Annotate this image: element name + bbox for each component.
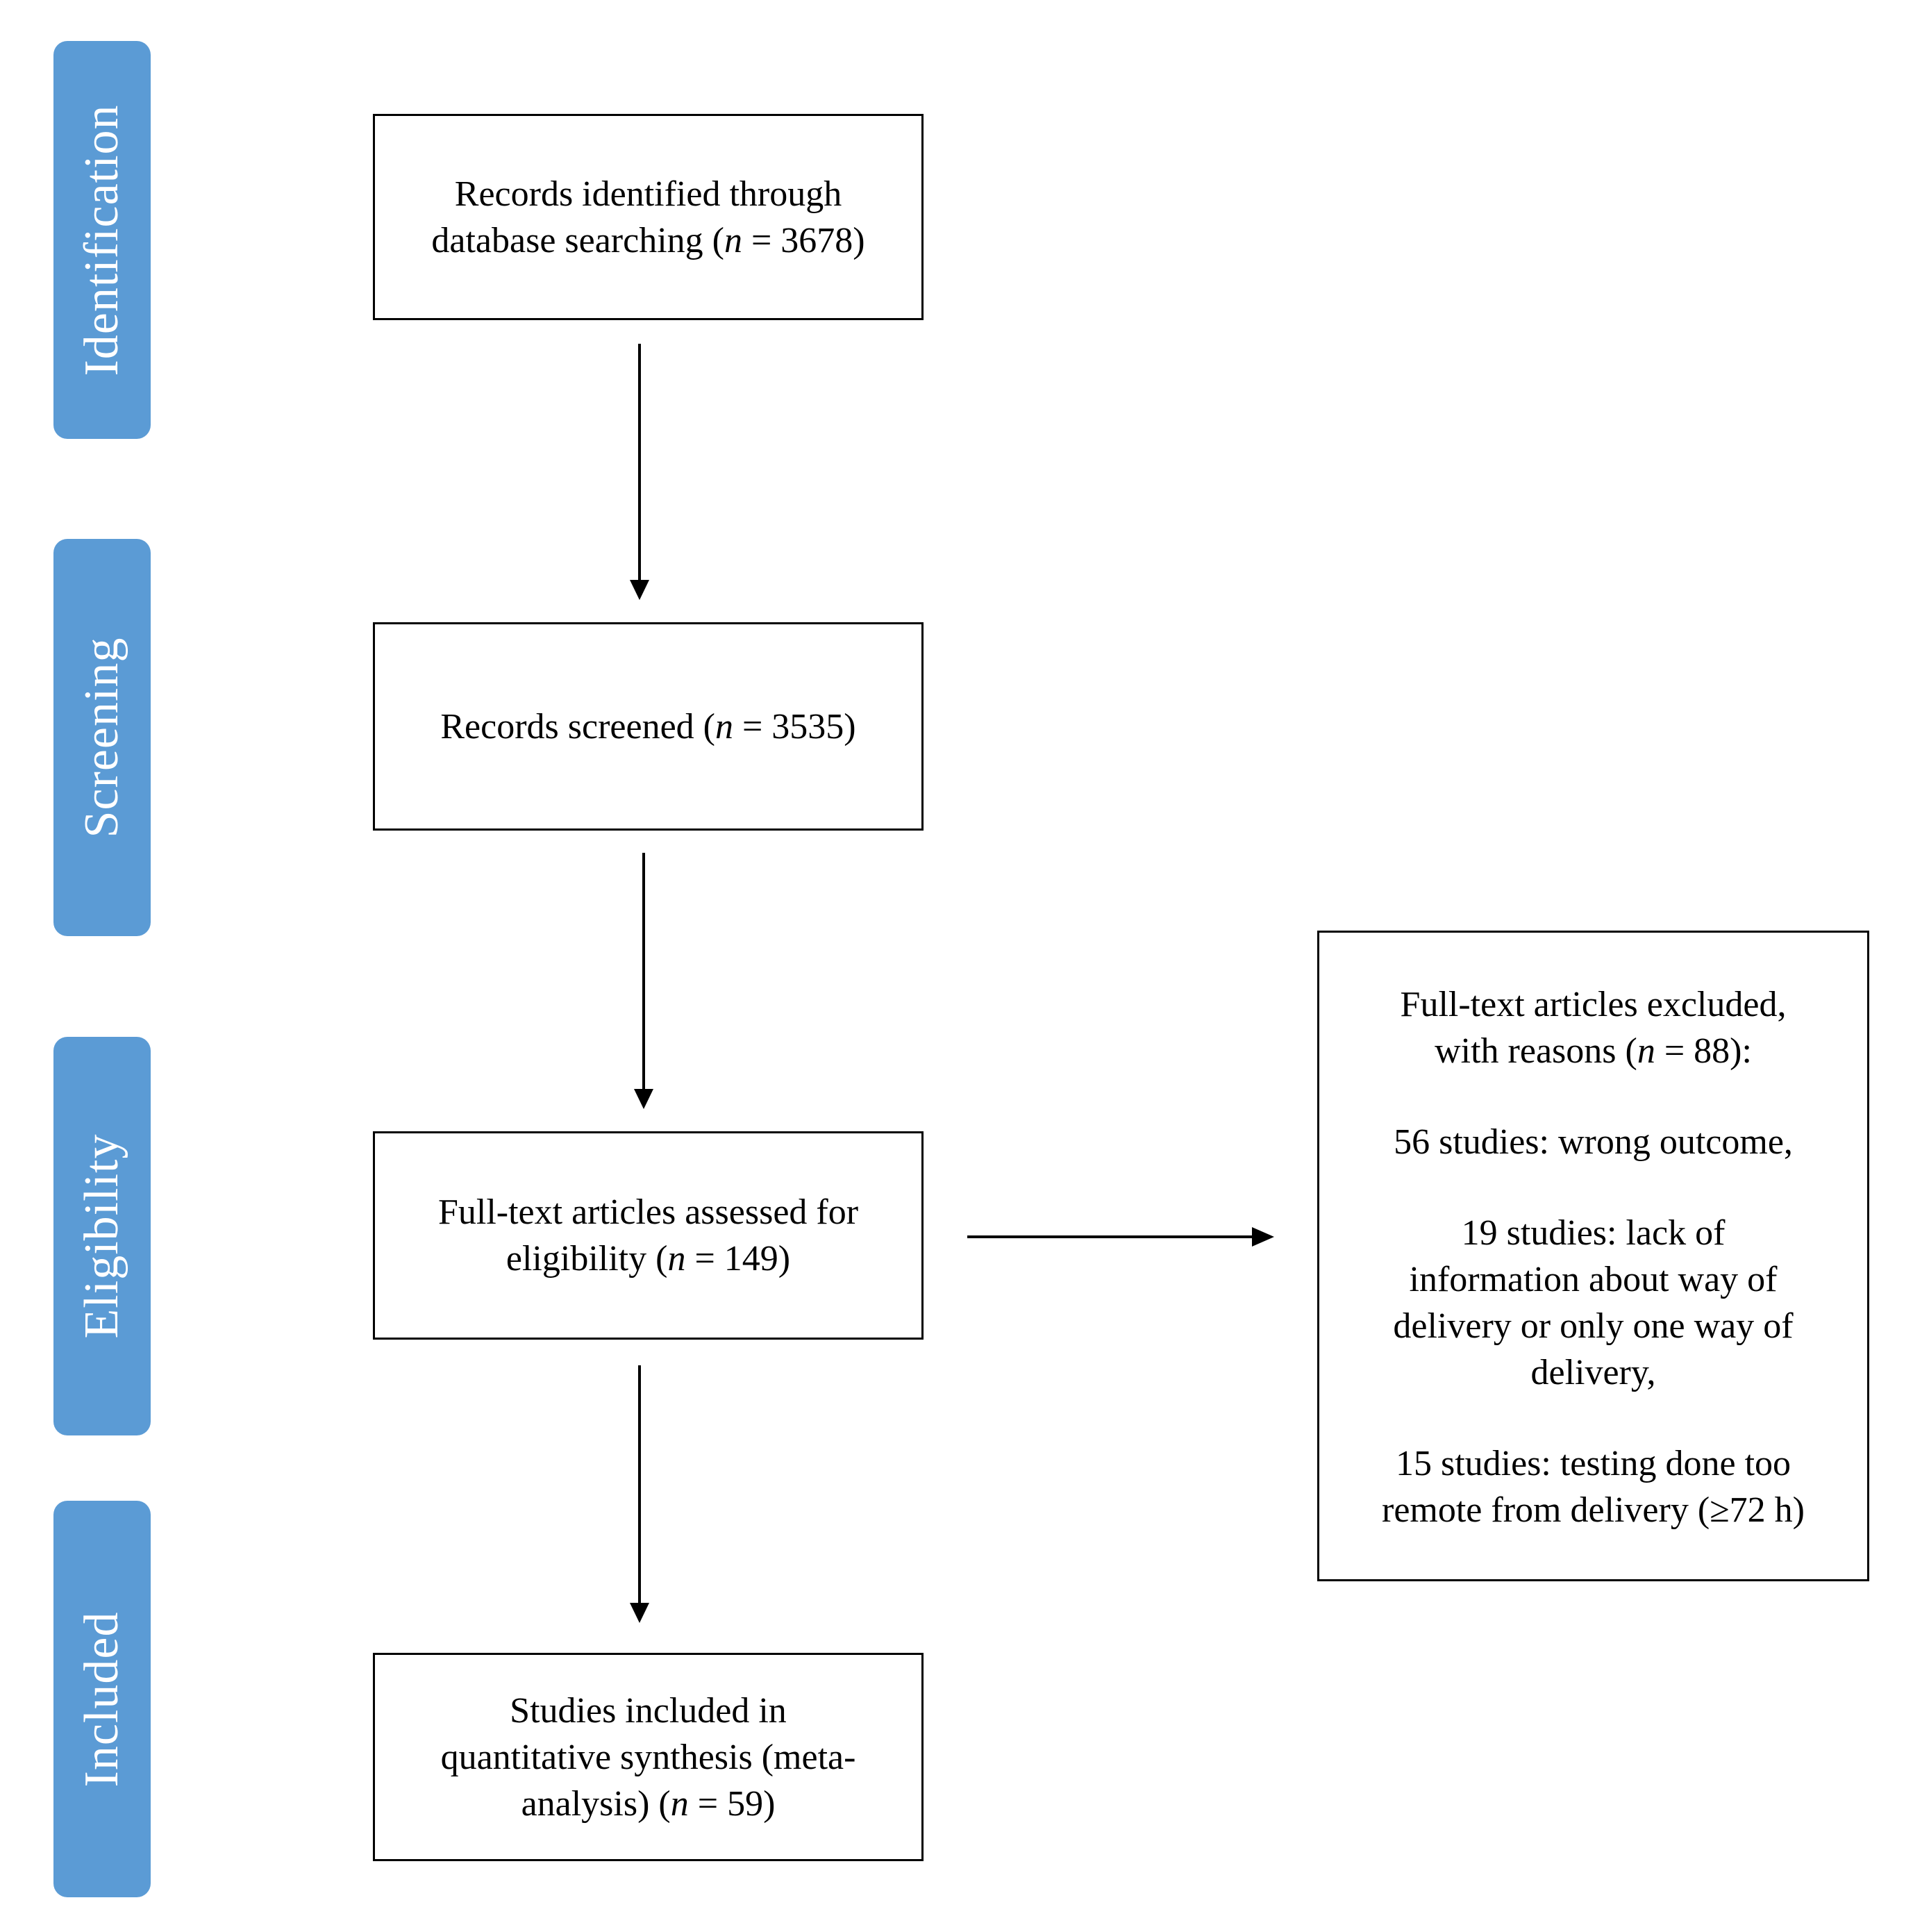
full-text-assessed-count: = 149): [685, 1239, 791, 1279]
excluded-reason-remote-testing: 15 studies: testing done too remote from…: [1382, 1440, 1805, 1533]
n-symbol: n: [1637, 1031, 1655, 1071]
stage-eligibility: Eligibility: [53, 1037, 151, 1435]
records-identified-line1: Records identified through: [454, 174, 842, 214]
stage-label-included: Included: [75, 1611, 128, 1787]
records-identified-box: Records identified through database sear…: [373, 114, 924, 320]
arrow-assessed-to-excluded: [967, 1227, 1274, 1247]
arrow-screened-to-assessed: [634, 853, 653, 1109]
excluded-reason2-line1: 19 studies: lack of: [1461, 1213, 1726, 1253]
studies-included-line3: analysis) (n = 59): [441, 1781, 856, 1827]
excluded-reason-wrong-outcome: 56 studies: wrong outcome,: [1394, 1119, 1793, 1165]
full-text-excluded-box: Full-text articles excluded, with reason…: [1317, 931, 1869, 1581]
full-text-assessed-prefix: eligibility (: [506, 1239, 668, 1279]
records-screened-line: Records screened (n = 3535): [440, 703, 855, 750]
stage-label-eligibility: Eligibility: [75, 1133, 128, 1339]
studies-included-line2: quantitative synthesis (meta-: [440, 1737, 856, 1777]
studies-included-box: Studies included in quantitative synthes…: [373, 1653, 924, 1861]
excluded-heading-line2: with reasons (n = 88):: [1401, 1028, 1787, 1074]
n-symbol: n: [670, 1783, 689, 1824]
studies-included-line1: Studies included in: [510, 1690, 787, 1731]
stage-included: Included: [53, 1501, 151, 1897]
excluded-reason-lack-of-information: 19 studies: lack of information about wa…: [1393, 1210, 1793, 1396]
studies-included-count: = 59): [688, 1783, 776, 1824]
excluded-reason3-line2: remote from delivery (≥72 h): [1382, 1490, 1805, 1530]
n-symbol: n: [667, 1239, 686, 1279]
records-identified-count: = 3678): [742, 220, 865, 260]
excluded-heading: Full-text articles excluded, with reason…: [1401, 981, 1787, 1074]
stage-label-identification: Identification: [75, 103, 128, 376]
records-screened-box: Records screened (n = 3535): [373, 622, 924, 831]
stage-screening: Screening: [53, 539, 151, 936]
excluded-reason2-line3: delivery or only one way of: [1393, 1306, 1794, 1346]
records-screened-prefix: Records screened (: [440, 706, 715, 747]
records-identified-line2: database searching (n = 3678): [431, 217, 864, 264]
excluded-reason2-line2: information about way of: [1409, 1260, 1778, 1299]
excluded-heading-line1: Full-text articles excluded,: [1400, 985, 1787, 1024]
excluded-reason2-line4: delivery,: [1530, 1353, 1656, 1392]
records-identified-prefix: database searching (: [431, 220, 724, 260]
arrow-assessed-to-included: [630, 1365, 649, 1623]
excluded-reason3-line1: 15 studies: testing done too: [1395, 1444, 1791, 1483]
arrow-identified-to-screened: [630, 344, 649, 600]
full-text-assessed-box: Full-text articles assessed for eligibil…: [373, 1131, 924, 1340]
excluded-heading-count: = 88):: [1655, 1031, 1752, 1071]
full-text-assessed-line1: Full-text articles assessed for: [437, 1192, 859, 1232]
excluded-heading-prefix: with reasons (: [1435, 1031, 1637, 1071]
n-symbol: n: [724, 220, 742, 260]
n-symbol: n: [715, 706, 733, 747]
excluded-reason1-line1: 56 studies: wrong outcome,: [1394, 1122, 1793, 1162]
records-screened-count: = 3535): [733, 706, 856, 747]
stage-identification: Identification: [53, 41, 151, 439]
studies-included-prefix: analysis) (: [521, 1783, 671, 1824]
stage-label-screening: Screening: [75, 637, 128, 838]
full-text-assessed-line2: eligibility (n = 149): [438, 1235, 858, 1282]
